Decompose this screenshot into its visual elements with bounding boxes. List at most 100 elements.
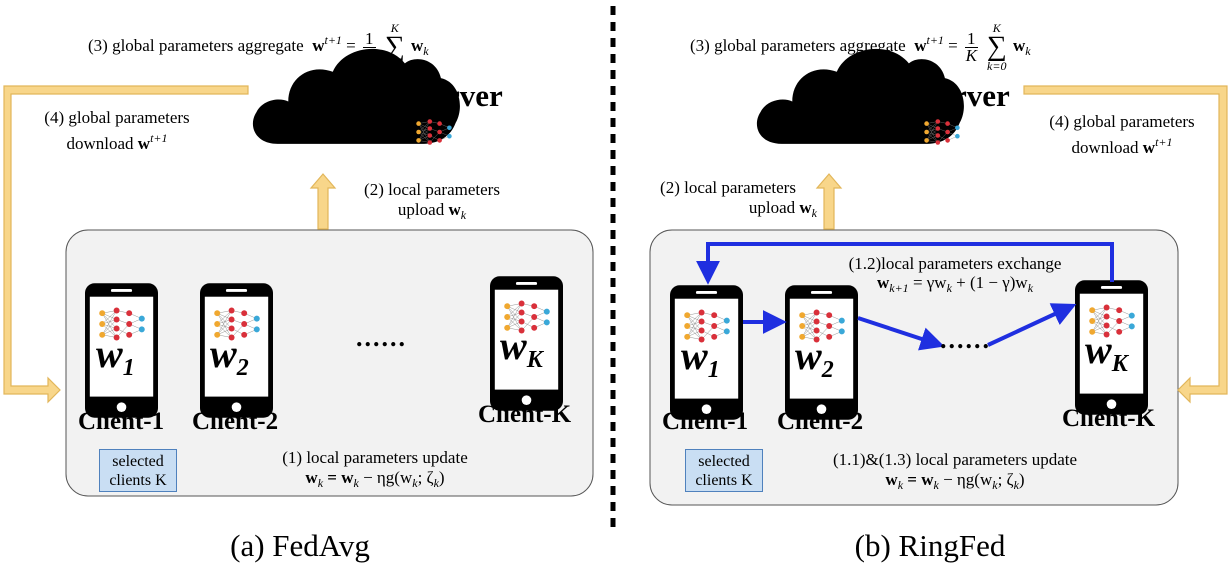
left-client-panel xyxy=(65,229,594,497)
right-upload-word: upload xyxy=(748,198,796,217)
left-upload-sub: k xyxy=(460,208,467,222)
right-server-label: Server xyxy=(922,78,1010,113)
left-download-line1: (4) global parameters xyxy=(44,108,190,127)
left-wK-w: w xyxy=(500,323,527,368)
right-exchange-mid-sub: k xyxy=(1027,281,1034,295)
left-dots: ...... xyxy=(356,323,407,352)
left-wK-label: wK xyxy=(500,326,543,373)
right-update-w-sub: k xyxy=(897,478,904,492)
right-caption: (b) RingFed xyxy=(854,528,1006,563)
right-sum-w-sub: k xyxy=(1025,43,1031,58)
left-update-rest: − ηg(w xyxy=(363,468,413,487)
left-upload-word: upload xyxy=(397,200,445,219)
right-update-tail: ; ζ xyxy=(997,470,1014,489)
left-update-eq: = w xyxy=(327,468,354,487)
right-download-label: (4) global parameters download wt+1 xyxy=(1026,112,1218,158)
right-selected-line2: clients K xyxy=(695,472,753,489)
left-selected-line1: selected xyxy=(112,453,164,470)
exchange-arrow-2-to-dots xyxy=(857,316,945,351)
right-aggregate-sup: t+1 xyxy=(926,32,944,47)
left-sum-lower: k=0 xyxy=(385,59,405,73)
right-client1-label: Client-1 xyxy=(662,408,749,435)
left-frac-den: K xyxy=(363,45,375,65)
right-upload-label: (2) local parameters upload wk xyxy=(635,178,821,223)
left-w2-label: w2 xyxy=(210,334,249,381)
right-exchange-rhs-sub: k xyxy=(946,281,952,295)
left-update-text: (1) local parameters update xyxy=(282,448,468,467)
left-w1-w: w xyxy=(96,331,123,376)
right-exchange-formula: wk+1 = γwk + (1 − γ)wk xyxy=(800,273,1110,298)
right-update-formula: wk = wk − ηg(wk; ζk) xyxy=(800,470,1110,495)
left-aggregate-label: (3) global parameters aggregate wt+1 = 1… xyxy=(88,22,429,72)
right-download-line2: download wt+1 xyxy=(1026,132,1218,158)
exchange-ring-arrow xyxy=(696,242,1114,285)
left-aggregate-eq: = xyxy=(346,35,356,55)
left-w1-sub: 1 xyxy=(122,355,135,381)
right-update-label: (1.1)&(1.3) local parameters update wk =… xyxy=(800,450,1110,495)
right-download-word: download xyxy=(1071,138,1139,157)
right-exchange-text: (1.2)local parameters exchange xyxy=(848,254,1062,273)
left-w2-w: w xyxy=(210,331,237,376)
left-sum-w-sub: k xyxy=(423,43,429,58)
right-update-close: ) xyxy=(1018,470,1025,489)
right-exchange-rhs: = γw xyxy=(912,273,947,292)
left-caption: (a) FedAvg xyxy=(230,528,370,563)
left-download-label: (4) global parameters download wt+1 xyxy=(22,108,212,154)
right-sum-symbol: K∑k=0 xyxy=(986,21,1007,73)
left-update-label: (1) local parameters update w k = w k − ηg… xyxy=(250,448,500,493)
right-w2-w: w xyxy=(795,333,822,378)
right-upload-line2: upload wk xyxy=(635,198,821,223)
exchange-arrow-dots-to-K xyxy=(987,303,1077,347)
left-update-w: w xyxy=(305,468,318,487)
left-client2-label: Client-2 xyxy=(192,408,279,435)
right-upload-w: w xyxy=(799,198,812,217)
right-clientK-label: Client-K xyxy=(1062,405,1156,432)
right-exchange-label: (1.2)local parameters exchange wk+1 = γw… xyxy=(800,254,1110,298)
right-aggregate-text: (3) global parameters aggregate xyxy=(690,35,906,55)
left-update-formula: wk = wk − ηg(wk; ζk) xyxy=(250,468,500,493)
right-update-eq: = w xyxy=(907,470,934,489)
right-update-w: w xyxy=(885,470,898,489)
left-update-tail-sub: k xyxy=(433,476,439,490)
right-update-tail-sub: k xyxy=(1013,478,1019,492)
left-client1-label: Client-1 xyxy=(78,408,165,435)
left-selected-clients-box: selected clients K xyxy=(99,449,177,492)
left-wK-sub: K xyxy=(526,347,543,373)
left-sum-w: w xyxy=(410,35,424,55)
left-sum-symbol: K∑k=0 xyxy=(384,21,405,73)
right-update-rest: − ηg(w xyxy=(943,470,993,489)
right-upload-arrow xyxy=(815,173,843,230)
right-frac-num: 1 xyxy=(965,28,978,48)
left-selected-line2: clients K xyxy=(109,472,167,489)
right-aggregate-label: (3) global parameters aggregate wt+1 = 1… xyxy=(690,22,1031,72)
right-download-line1: (4) global parameters xyxy=(1049,112,1195,131)
left-clientK-label: Client-K xyxy=(478,401,572,428)
left-server-label: Server xyxy=(415,78,503,113)
right-exchange-mid: + (1 − γ)w xyxy=(956,273,1028,292)
left-upload-line1: (2) local parameters xyxy=(364,180,500,199)
right-update-eq-sub: k xyxy=(933,478,939,492)
left-update-rest-sub: k xyxy=(412,476,418,490)
left-upload-line2: upload wk xyxy=(338,200,526,225)
right-download-sup: t+1 xyxy=(1155,135,1173,149)
left-upload-arrow xyxy=(309,173,337,230)
right-selected-clients-box: selected clients K xyxy=(685,449,763,492)
right-download-w: w xyxy=(1142,138,1156,157)
right-frac-den: K xyxy=(965,45,977,65)
right-w1-w: w xyxy=(681,333,708,378)
right-exchange-lhs-sub: k+1 xyxy=(889,281,909,295)
right-w1-sub: 1 xyxy=(707,357,720,383)
right-client-panel xyxy=(649,229,1179,506)
right-sum-w: w xyxy=(1012,35,1026,55)
right-upload-sub: k xyxy=(811,206,817,220)
left-download-sup: t+1 xyxy=(150,131,168,145)
right-wK-label: wK xyxy=(1085,330,1128,377)
right-sum-lower: k=0 xyxy=(987,59,1007,73)
left-update-tail: ; ζ xyxy=(417,468,434,487)
right-sum-upper: K xyxy=(992,21,1001,35)
right-w2-label: w2 xyxy=(795,336,834,383)
right-w1-label: w1 xyxy=(681,336,720,383)
